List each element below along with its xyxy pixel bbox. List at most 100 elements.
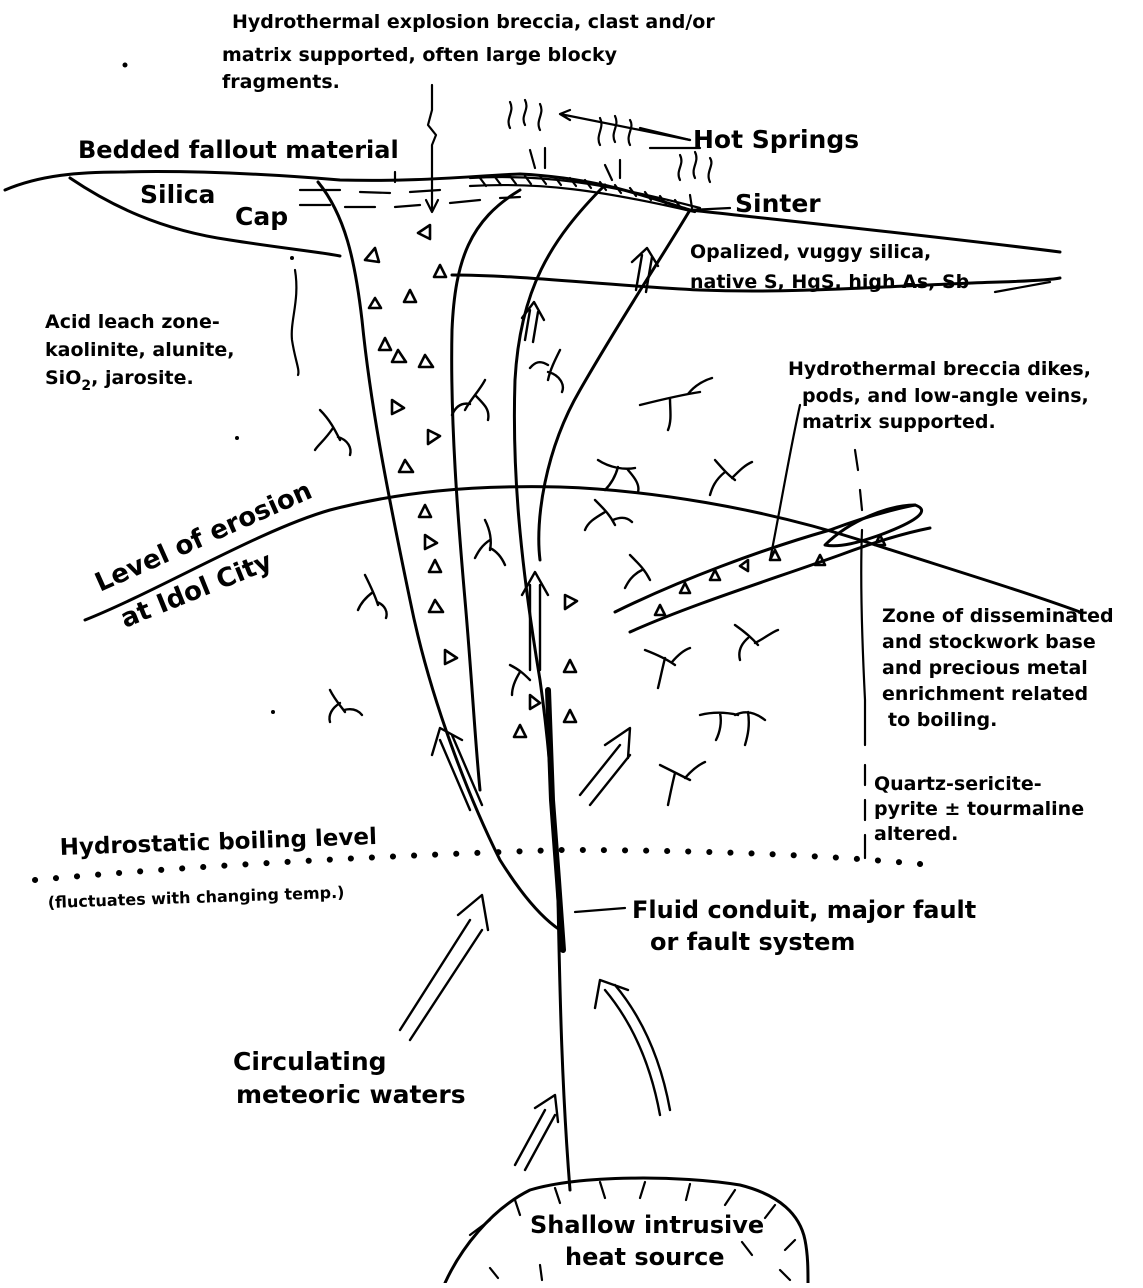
sinter-leader xyxy=(690,208,730,210)
breccia-clast xyxy=(655,605,665,615)
fluid-conduit-line-1: Fluid conduit, major fault xyxy=(632,896,976,924)
flow-arrow-up-right xyxy=(515,1095,558,1170)
breccia-dikes-line-2: pods, and low-angle veins, xyxy=(802,385,1089,407)
veinlet xyxy=(329,690,362,722)
opalized-label: Opalized, vuggy silica, native S, HgS, h… xyxy=(690,241,969,293)
explosion-breccia-line-1: Hydrothermal explosion breccia, clast an… xyxy=(232,11,715,33)
disseminated-line-2: and stockwork base xyxy=(882,631,1096,653)
breccia-clast xyxy=(392,400,404,414)
acid-leach-line-3: SiO2, jarosite. xyxy=(45,367,194,394)
sinter-label: Sinter xyxy=(735,189,821,218)
breccia-clast xyxy=(369,298,381,308)
breccia-clast xyxy=(429,560,441,572)
heat-source-line-2: heat source xyxy=(565,1243,725,1271)
breccia-clast xyxy=(530,695,540,709)
veinlet xyxy=(640,378,712,430)
veinlet xyxy=(700,712,765,745)
meteoric-line-1: Circulating xyxy=(233,1047,387,1076)
disseminated-line-1: Zone of disseminated xyxy=(882,605,1114,627)
veinlet xyxy=(452,380,488,420)
breccia-clast xyxy=(428,430,440,444)
explosion-breccia-line-2: matrix supported, often large blocky xyxy=(222,44,618,66)
acid-leach-label: Acid leach zone- kaolinite, alunite, SiO… xyxy=(45,311,234,394)
fluid-conduit-leader xyxy=(575,908,625,912)
breccia-dike-upper xyxy=(615,505,915,612)
bedded-fallout-label: Bedded fallout material xyxy=(78,136,399,164)
acid-leach-subscript: 2 xyxy=(81,378,91,394)
breccia-clast xyxy=(680,583,690,593)
boiling-level-label: Hydrostatic boiling level xyxy=(59,824,377,861)
breccia-dikes-line-3: matrix supported. xyxy=(802,411,996,433)
veinlet xyxy=(645,648,690,688)
disseminated-line-5: to boiling. xyxy=(888,709,997,731)
breccia-dikes-line-1: Hydrothermal breccia dikes, xyxy=(788,358,1091,380)
quartz-sericite-label: Quartz-sericite- pyrite ± tourmaline alt… xyxy=(874,773,1084,845)
breccia-clast xyxy=(740,560,748,571)
quartz-sericite-line-3: altered. xyxy=(874,823,958,845)
quartz-sericite-line-2: pyrite ± tourmaline xyxy=(874,798,1084,820)
quartz-sericite-line-1: Quartz-sericite- xyxy=(874,773,1042,795)
breccia-dike-leader xyxy=(770,405,800,560)
disseminated-line-3: and precious metal xyxy=(882,657,1088,679)
veinlet xyxy=(625,555,650,588)
veinlet xyxy=(598,460,638,492)
hot-spring-steam-2 xyxy=(599,116,632,180)
acid-leach-sio: SiO xyxy=(45,367,81,389)
acid-leach-jarosite: , jarosite. xyxy=(91,367,194,389)
flow-arrow-up-right xyxy=(400,895,488,1040)
breccia-clast xyxy=(565,595,577,609)
cap-label: Cap xyxy=(235,202,288,231)
breccia-clast xyxy=(564,660,576,672)
veinlet xyxy=(660,762,705,805)
opalized-line-1: Opalized, vuggy silica, xyxy=(690,241,931,263)
flow-arrow-up-left xyxy=(595,980,670,1115)
hot-spring-steam-3 xyxy=(679,152,712,208)
hot-spring-steam-1 xyxy=(509,100,545,168)
breccia-clast xyxy=(445,650,457,664)
breccia-dikes-label: Hydrothermal breccia dikes, pods, and lo… xyxy=(788,358,1091,433)
erosion-label: Level of erosion at Idol City xyxy=(91,476,317,635)
acid-leach-bracket xyxy=(292,270,299,375)
breccia-clast xyxy=(434,265,446,277)
veinlet xyxy=(710,460,752,495)
breccia-clast xyxy=(564,710,576,722)
stray-dot xyxy=(290,256,294,260)
fault-line-left xyxy=(514,185,605,1190)
breccia-clast xyxy=(419,355,433,367)
stray-dot xyxy=(123,63,128,68)
meteoric-line-2: meteoric waters xyxy=(236,1080,466,1109)
veinlet xyxy=(475,520,505,565)
breccia-clast xyxy=(419,505,431,517)
acid-leach-line-2: kaolinite, alunite, xyxy=(45,339,234,361)
hot-springs-label: Hot Springs xyxy=(693,125,859,154)
fluid-conduit-label: Fluid conduit, major fault or fault syst… xyxy=(632,896,976,956)
acid-leach-line-1: Acid leach zone- xyxy=(45,311,220,333)
disseminated-zone-bracket xyxy=(855,450,865,745)
heat-source-line-1: Shallow intrusive xyxy=(530,1211,764,1239)
veinlet xyxy=(735,625,778,660)
explosion-breccia-label: Hydrothermal explosion breccia, clast an… xyxy=(222,11,715,93)
veinlet xyxy=(530,350,563,392)
breccia-clast xyxy=(429,600,443,612)
silica-label: Silica xyxy=(140,180,215,209)
breccia-clasts xyxy=(365,225,885,737)
breccia-clast xyxy=(399,460,413,472)
opalized-leader xyxy=(995,282,1050,292)
breccia-clast xyxy=(514,725,526,737)
fluid-conduit-line-2: or fault system xyxy=(650,928,855,956)
hot-springs-leader-2 xyxy=(640,128,690,140)
flow-arrow-up-right xyxy=(580,728,630,805)
breccia-clast xyxy=(425,535,437,549)
disseminated-zone-label: Zone of disseminated and stockwork base … xyxy=(882,605,1114,731)
stray-dot xyxy=(271,710,275,714)
breccia-clast xyxy=(365,248,379,262)
flow-arrows xyxy=(400,248,670,1170)
disseminated-line-4: enrichment related xyxy=(882,683,1088,705)
veinlet xyxy=(585,500,632,530)
opalized-line-2: native S, HgS, high As, Sb xyxy=(690,271,969,293)
fluctuates-label: (fluctuates with changing temp.) xyxy=(47,883,344,912)
breccia-clast xyxy=(379,338,391,350)
veinlet xyxy=(510,665,530,695)
